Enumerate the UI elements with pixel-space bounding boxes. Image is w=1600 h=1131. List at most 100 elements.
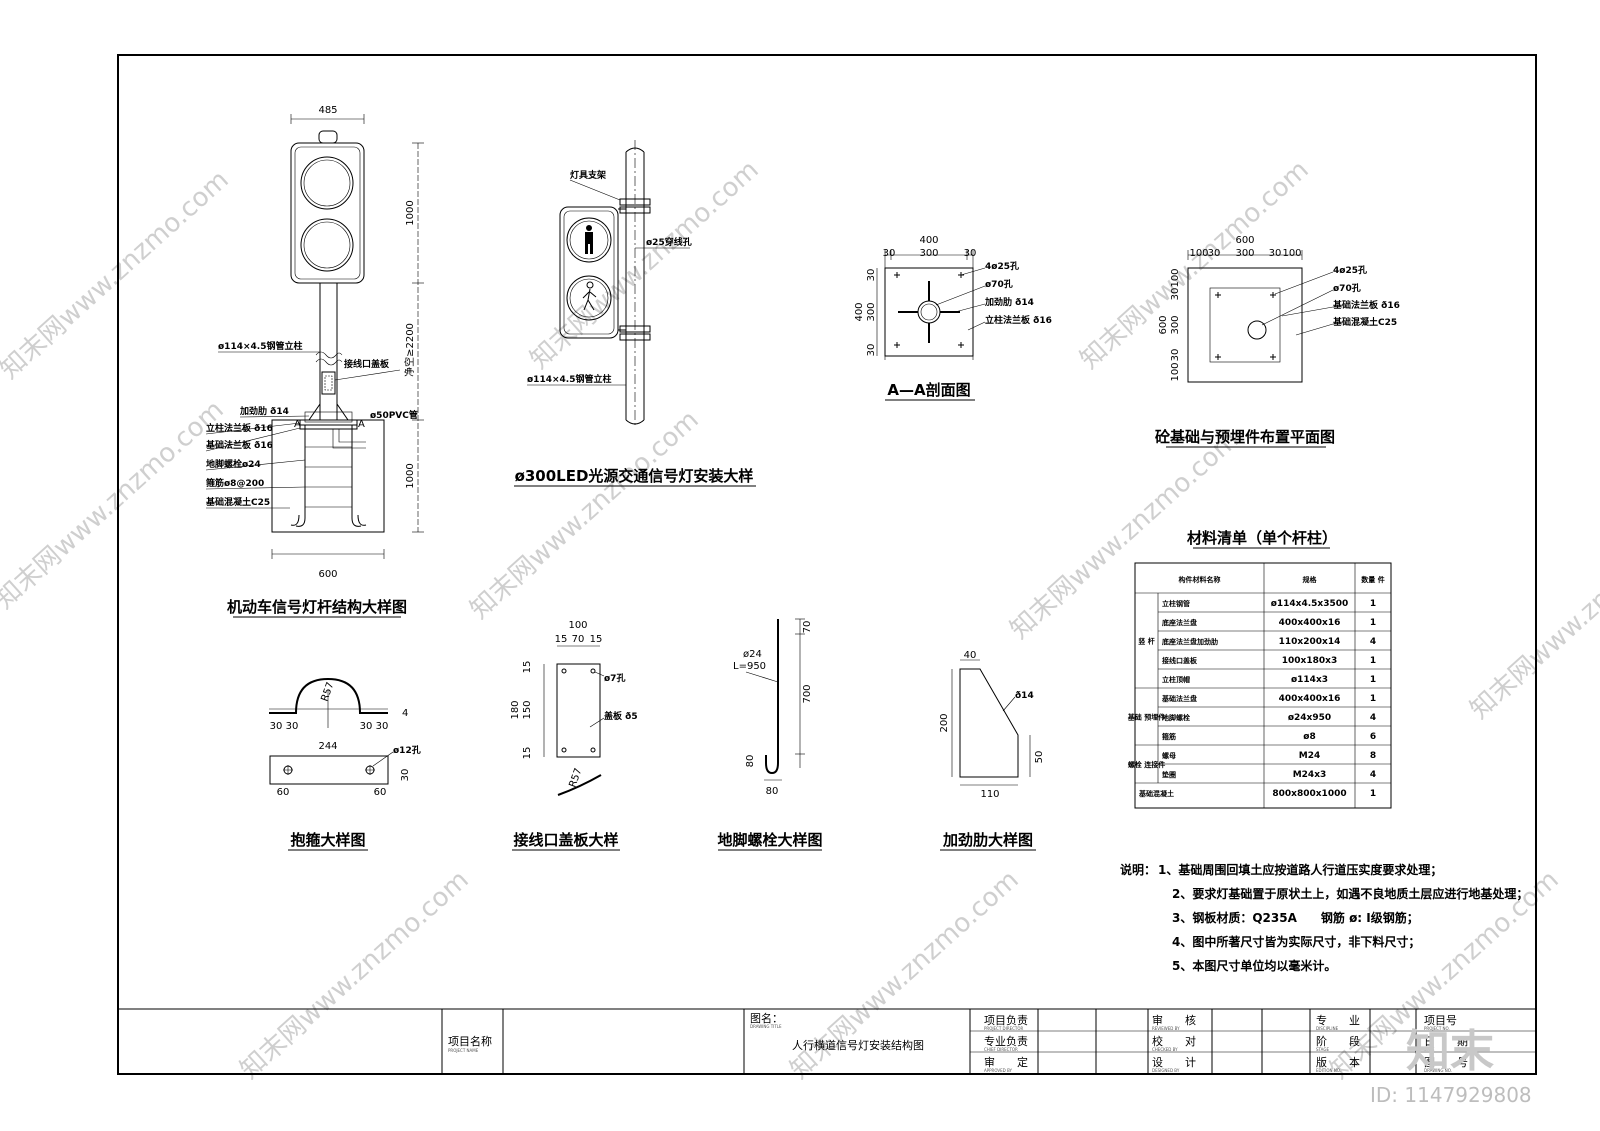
dim-label: ø24 bbox=[743, 649, 762, 660]
foundation-plan-drawing: 600 100 30 300 30 100 600 100 30 300 30 … bbox=[1155, 235, 1400, 448]
table-header: 规格 bbox=[1303, 575, 1318, 584]
dim-label: 30 bbox=[270, 721, 283, 732]
notes: 说明： 1、基础周围回填土应按道路人行道压实度要求处理； 2、要求灯基础置于原状… bbox=[1120, 862, 1528, 973]
table-cell-name: 立柱钢管 bbox=[1162, 599, 1190, 608]
table-cell-spec: 100x180x3 bbox=[1282, 656, 1337, 666]
leader-label: 基础法兰板 ð16 bbox=[1332, 299, 1400, 311]
watermark-text: 知末网www.znzmo.com bbox=[1465, 505, 1600, 725]
dim-label: 30 bbox=[360, 721, 373, 732]
role-en: EDITION NO. bbox=[1316, 1068, 1341, 1073]
table-cell-spec: 400x400x16 bbox=[1279, 618, 1341, 628]
dim-label: 30 bbox=[1170, 288, 1181, 301]
leader-label: 立柱法兰板 ð16 bbox=[985, 314, 1052, 326]
drawing-title: 加劲肋大样图 bbox=[942, 831, 1033, 849]
dim-label: 200 bbox=[939, 713, 950, 732]
table-cell-qty: 4 bbox=[1370, 770, 1376, 780]
role-label: 图 号 bbox=[1424, 1056, 1468, 1069]
role-label: 项目负责 bbox=[984, 1013, 1028, 1027]
dim-label: 15 bbox=[522, 747, 533, 760]
table-cell-spec: ø8 bbox=[1303, 732, 1315, 742]
role-en: DESIGNED BY bbox=[1152, 1068, 1180, 1073]
leader-label: ø12孔 bbox=[393, 744, 421, 756]
role-label: 专 业 bbox=[1316, 1013, 1360, 1027]
dim-label: 1000 bbox=[405, 463, 416, 488]
logo-watermark: 知末 ID: 1147929808 bbox=[1370, 1026, 1532, 1107]
dim-label: 600 bbox=[1235, 235, 1254, 246]
id-text: ID: 1147929808 bbox=[1370, 1083, 1532, 1107]
ped-light-drawing: 灯具支架 ø25穿线孔 ø114×4.5钢管立柱 ø300LED光源交通信号灯安… bbox=[514, 140, 756, 487]
leader-label: ð14 bbox=[1015, 691, 1034, 701]
table-cell-name: 立柱顶帽 bbox=[1162, 675, 1190, 684]
drawing-title: 接线口盖板大样 bbox=[513, 831, 618, 849]
note-item: 3、钢板材质：Q235A 钢筋 ø: Ⅰ级钢筋； bbox=[1172, 910, 1419, 925]
dim-label: L=950 bbox=[733, 661, 766, 672]
dim-label: 485 bbox=[318, 105, 337, 116]
dim-label: 50 bbox=[1034, 751, 1045, 764]
table-cell-spec: 110x200x14 bbox=[1279, 637, 1341, 647]
title-block: 项目名称 PROJECT NAME 图名： DRAWING TITLE 人行横道… bbox=[118, 1008, 1536, 1074]
leader-label: ø7孔 bbox=[604, 672, 625, 684]
dim-label: 30 bbox=[1208, 248, 1221, 259]
leader-label: ø114×4.5钢管立柱 bbox=[527, 373, 611, 385]
leader-label: ø70孔 bbox=[985, 278, 1013, 290]
table-cell-name: 底座法兰盘加劲肋 bbox=[1162, 637, 1218, 646]
cover-drawing: 100 15 70 15 15 180 150 15 ø7孔 盖板 ð5 R57… bbox=[510, 620, 638, 851]
dim-label: 4 bbox=[402, 708, 408, 719]
role-label: 审 定 bbox=[984, 1055, 1028, 1069]
watermark-text: 知末网www.znzmo.com bbox=[525, 155, 765, 375]
table-cell-name: 地脚螺栓 bbox=[1162, 713, 1190, 722]
table-group-label: 螺栓 连接件 bbox=[1128, 760, 1165, 769]
dim-label: 100 bbox=[1170, 362, 1181, 381]
dim-label: 30 bbox=[286, 721, 299, 732]
leader-label: 加劲肋 ð14 bbox=[239, 405, 289, 417]
table-cell-spec: M24x3 bbox=[1293, 770, 1327, 780]
watermark-text: 知末网www.znzmo.com bbox=[465, 405, 705, 625]
table-cell-qty: 1 bbox=[1370, 789, 1376, 799]
dim-label: 30 bbox=[376, 721, 389, 732]
table-cell-name: 螺母 bbox=[1162, 751, 1176, 760]
drawing-title: 地脚螺栓大样图 bbox=[717, 831, 822, 849]
motor-pole-drawing: 485 bbox=[205, 105, 424, 618]
table-cell-spec: 400x400x16 bbox=[1279, 694, 1341, 704]
drawing-title-value: 人行横道信号灯安装结构图 bbox=[792, 1038, 924, 1052]
dim-label: 30 bbox=[866, 269, 877, 282]
dim-label: 300 bbox=[919, 248, 938, 259]
project-name-label: 项目名称 bbox=[448, 1034, 492, 1048]
dim-label: 300 bbox=[866, 302, 877, 321]
dim-label: 80 bbox=[745, 755, 756, 768]
table-header: 构件材料名称 bbox=[1179, 575, 1221, 584]
leader-label: 4ø25孔 bbox=[1333, 264, 1367, 276]
table-cell-qty: 4 bbox=[1370, 713, 1376, 723]
table-cell-name: 箍筋 bbox=[1162, 732, 1176, 741]
table-cell-qty: 1 bbox=[1370, 656, 1376, 666]
section-mark: A bbox=[294, 419, 301, 430]
dim-label: 100 bbox=[1282, 248, 1301, 259]
anchor-drawing: 70 700 ø24 L=950 80 80 地脚螺栓大样图 bbox=[717, 618, 823, 851]
leader-label: ø114×4.5钢管立柱 bbox=[218, 340, 302, 352]
dim-label: 净空≥2200 bbox=[403, 323, 416, 377]
role-en: DATE bbox=[1424, 1047, 1435, 1052]
table-group-label: 竖 杆 bbox=[1138, 637, 1154, 646]
note-item: 4、图中所著尺寸皆为实际尺寸，非下料尺寸； bbox=[1172, 934, 1420, 949]
table-cell-qty: 1 bbox=[1370, 675, 1376, 685]
leader-label: 基础法兰板 ð16 bbox=[205, 439, 273, 451]
dim-label: 100 bbox=[568, 620, 587, 631]
section-mark: A bbox=[358, 419, 365, 430]
dim-label: 30 bbox=[964, 248, 977, 259]
dim-label: 30 bbox=[883, 248, 896, 259]
dim-label: 70 bbox=[572, 634, 585, 645]
role-en: STAGE bbox=[1316, 1047, 1329, 1052]
dim-label: 1000 bbox=[405, 200, 416, 225]
table-cell-name: 基础法兰盘 bbox=[1161, 694, 1197, 703]
dim-label: 300 bbox=[1235, 248, 1254, 259]
dim-label: 180 bbox=[510, 700, 521, 719]
watermark-text: 知末网www.znzmo.com bbox=[235, 865, 475, 1085]
drawing-title: 抱箍大样图 bbox=[290, 831, 365, 849]
leader-label: ø70孔 bbox=[1333, 282, 1361, 294]
dim-label: 300 bbox=[1170, 315, 1181, 334]
drawing-title: 机动车信号灯杆结构大样图 bbox=[227, 598, 407, 616]
dim-label: 40 bbox=[964, 650, 977, 661]
watermark-text: 知末网www.znzmo.com bbox=[0, 395, 230, 615]
dim-label: 100 bbox=[1189, 248, 1208, 259]
